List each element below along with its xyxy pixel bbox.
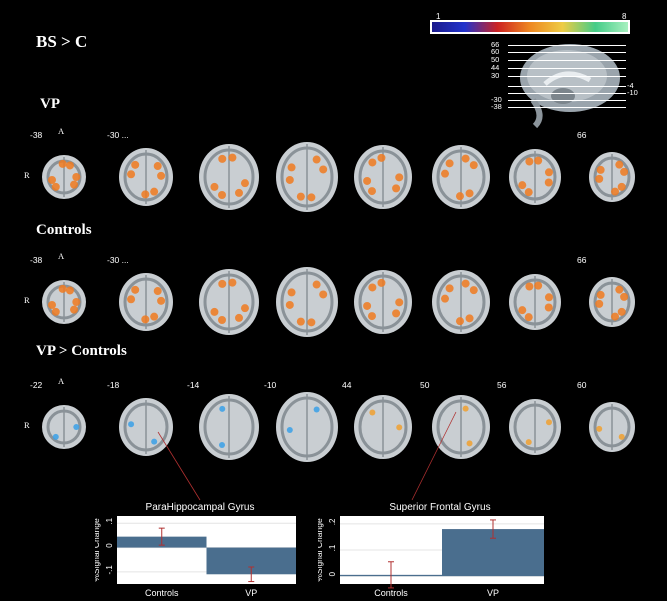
row-label-vp-controls: VP > Controls [36,343,127,359]
brain-slice [42,280,86,324]
sagittal-level-label: 60 [491,47,500,56]
sagittal-level-line [508,100,626,101]
brain-slice [199,144,259,210]
slice-coordinate-label: -30 ... [107,130,129,140]
sagittal-level-line [508,52,626,53]
brain-slice [354,270,412,334]
sagittal-level-label: -10 [627,88,638,97]
brain-slice [42,155,86,199]
figure-title: BS > C [36,32,88,51]
slice-coordinate-label: -38 [30,130,43,140]
y-tick-label: .1 [105,517,114,524]
orientation-label-right: R [24,170,30,180]
brain-slice [276,142,338,212]
sagittal-level-line [508,107,626,108]
brain-slice [509,399,561,455]
brain-slice [432,395,490,459]
slice-coordinate-label: 50 [420,380,430,390]
sagittal-level-line [508,68,626,69]
category-label: VP [245,588,257,598]
sagittal-reference-brain [520,44,620,128]
brain-slice [509,274,561,330]
orientation-label-anterior: A [58,376,65,386]
y-axis-label: %Signal Change [318,518,324,582]
category-label: Controls [145,588,179,598]
brain-slice [589,152,635,202]
category-label: VP [487,588,499,598]
row-label-controls: Controls [36,222,92,238]
brain-slice [432,270,490,334]
sagittal-level-label: -38 [491,102,502,111]
y-tick-label: .1 [328,544,337,551]
brain-slice [432,145,490,209]
brain-slice [354,395,412,459]
slice-coordinate-label: -10 [264,380,277,390]
sagittal-level-line [508,93,626,94]
y-tick-label: 0 [105,543,114,548]
brain-slice [509,149,561,205]
colorbar-min-label: 1 [436,12,441,21]
brain-slice [119,148,173,206]
slice-coordinate-label: 66 [577,255,587,265]
orientation-label-anterior: A [58,251,65,261]
brain-slice [119,273,173,331]
category-label: Controls [374,588,408,598]
y-axis-label: %Signal Change [95,518,101,582]
slice-coordinate-label: 44 [342,380,352,390]
sagittal-level-line [508,60,626,61]
brain-slice [199,269,259,335]
row-label-vp: VP [40,96,60,112]
y-tick-label: .2 [328,518,337,525]
brain-slice [354,145,412,209]
slice-coordinate-label: 60 [577,380,587,390]
slice-coordinate-label: -14 [187,380,200,390]
chart-title-superior-frontal: Superior Frontal Gyrus [389,502,491,513]
y-tick-label: 0 [328,571,337,576]
slice-coordinate-label: 66 [577,130,587,140]
orientation-label-anterior: A [58,126,65,136]
sagittal-level-label: 30 [491,71,500,80]
sagittal-level-line [508,76,626,77]
sagittal-level-label: 44 [491,63,500,72]
colorbar [430,20,630,34]
brain-slice [589,277,635,327]
sagittal-level-label: 66 [491,40,500,49]
slice-coordinate-label: 56 [497,380,507,390]
brain-slice [119,398,173,456]
brain-slice [199,394,259,460]
slice-coordinate-label: -38 [30,255,43,265]
colorbar-max-label: 8 [622,12,627,21]
slice-coordinate-label: -22 [30,380,43,390]
sagittal-level-label: 50 [491,55,500,64]
brain-slice [276,267,338,337]
chart-title-parahippocampal: ParaHippocampal Gyrus [145,502,255,513]
sagittal-level-label: -30 [491,95,502,104]
orientation-label-right: R [24,420,30,430]
orientation-label-right: R [24,295,30,305]
sagittal-level-line [508,45,626,46]
sagittal-level-line [508,86,626,87]
brain-slice [589,402,635,452]
y-tick-label: -.1 [105,565,114,575]
sagittal-level-label: -4 [627,81,634,90]
slice-coordinate-label: -18 [107,380,120,390]
slice-coordinate-label: -30 ... [107,255,129,265]
brain-slice [276,392,338,462]
brain-slice [42,405,86,449]
